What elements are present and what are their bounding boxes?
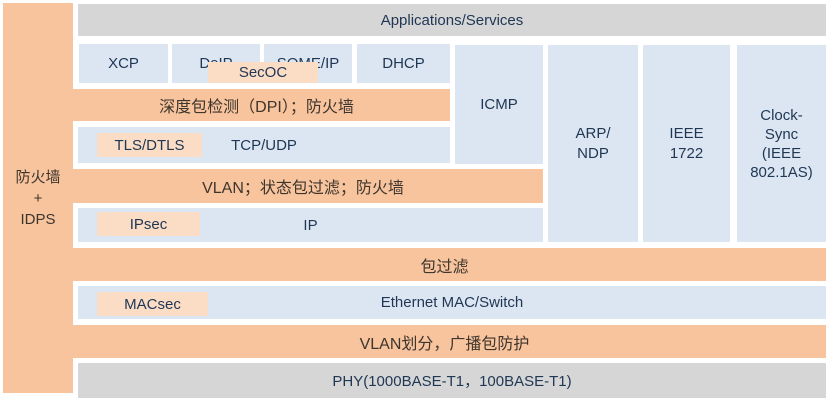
tcp-udp-row: TLS/DTLS TCP/UDP [78,127,450,163]
dpi-firewall-bar: 深度包检测（DPI）；防火墙 [63,89,450,121]
secoc-overlay: SecOC [208,62,318,83]
tls-dtls-highlight: TLS/DTLS [97,133,202,157]
macsec-highlight: MACsec [97,292,208,316]
phy-row: PHY(1000BASE-T1，100BASE-T1) [78,363,826,398]
vlan-partition-bar: VLAN划分，广播包防护 [63,325,826,358]
ieee-1722-column: IEEE 1722 [643,45,730,242]
firewall-idps-column: 防火墙 + IDPS [3,3,73,393]
ip-row: IPsec IP [78,208,543,242]
xcp-box: XCP [79,44,168,83]
ethernet-mac-row: MACsec Ethernet MAC/Switch [78,286,826,319]
dhcp-box: DHCP [357,44,450,83]
arp-ndp-column: ARP/ NDP [548,45,638,242]
icmp-column: ICMP [455,45,543,164]
ip-label: IP [303,216,318,234]
ipsec-highlight: IPsec [97,212,200,236]
packet-filter-bar: 包过滤 [63,248,826,281]
applications-services-bar: Applications/Services [78,4,826,36]
clock-sync-column: Clock- Sync (IEEE 802.1AS) [737,45,826,242]
vlan-stateful-filter-bar: VLAN；状态包过滤；防火墙 [63,169,543,203]
tcp-udp-label: TCP/UDP [231,136,297,154]
ethernet-mac-label: Ethernet MAC/Switch [380,294,524,311]
